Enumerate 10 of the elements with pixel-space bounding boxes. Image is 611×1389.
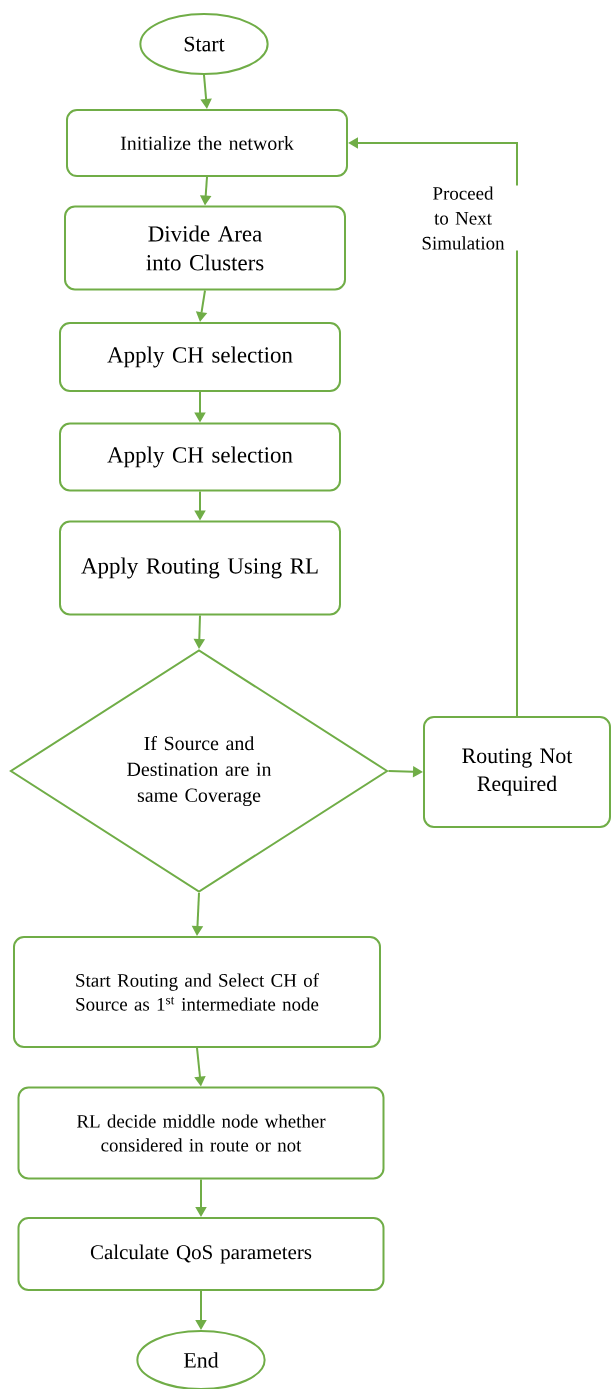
process-box: Apply CH selection: [59, 422, 341, 492]
process-box: Initialize the network: [66, 109, 348, 177]
process-box: RL decide middle node whether considered in route or not: [17, 1086, 385, 1180]
process-box: Calculate QoS parameters: [17, 1217, 385, 1291]
edge-label: Proceed to Next Simulation: [407, 185, 519, 251]
process-box: Apply Routing Using RL: [59, 520, 341, 616]
process-box: Routing Not Required: [423, 716, 611, 828]
process-box: Divide Area into Clusters: [64, 205, 346, 291]
process-box: Start Routing and Select CH of Source as 1$^{st}$ intermediate node: [13, 936, 381, 1048]
process-box: Apply CH selection: [59, 322, 341, 392]
